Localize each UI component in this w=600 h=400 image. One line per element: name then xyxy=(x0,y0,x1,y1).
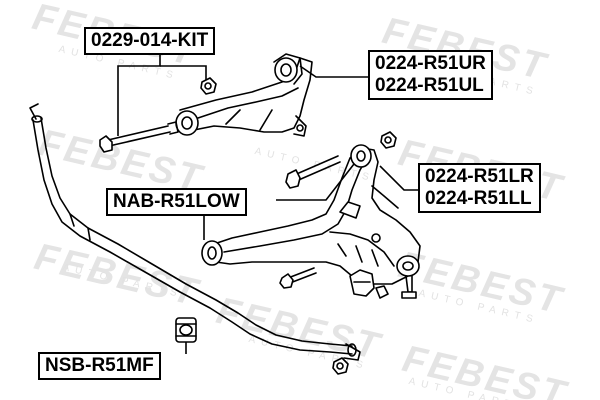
lower-ball-joint xyxy=(396,255,420,299)
part-number: 0224-R51UR xyxy=(375,53,486,74)
stabilizer-bushing xyxy=(175,317,197,343)
part-number: 0224-R51UL xyxy=(375,75,484,96)
leader-kit-bolt xyxy=(117,50,161,136)
part-label-lower-arm: 0224-R51LR 0224-R51LL xyxy=(418,163,541,213)
leader-bushing-front xyxy=(276,163,355,201)
part-number: 0224-R51LR xyxy=(425,166,534,187)
lower-arm-nut xyxy=(380,131,397,149)
lower-control-arm xyxy=(201,144,421,285)
lower-small-bolt xyxy=(279,267,317,289)
part-number: 0224-R51LL xyxy=(425,188,532,209)
lower-arm-bolt xyxy=(285,155,341,189)
part-label-arm-bushing: NAB-R51LOW xyxy=(106,188,247,216)
part-label-stabilizer-bushing: NSB-R51MF xyxy=(38,352,161,380)
upper-arm-bolt xyxy=(99,121,179,153)
upper-control-arm xyxy=(175,53,313,137)
upper-arm-nut xyxy=(200,77,217,95)
part-number: NAB-R51LOW xyxy=(113,191,240,212)
part-label-upper-arm: 0224-R51UR 0224-R51UL xyxy=(368,50,493,100)
leader-lower-arm xyxy=(379,165,418,191)
part-number: 0229-014-KIT xyxy=(91,30,209,51)
part-label-kit: 0229-014-KIT xyxy=(84,27,216,55)
stabilizer-bar xyxy=(29,103,361,361)
lower-arm-bracket xyxy=(349,269,389,299)
part-number: NSB-R51MF xyxy=(45,355,154,376)
stabilizer-link-nut xyxy=(332,357,349,375)
leader-upper-arm xyxy=(299,65,368,78)
leader-lines xyxy=(117,50,418,354)
leader-kit-nut xyxy=(160,65,207,80)
